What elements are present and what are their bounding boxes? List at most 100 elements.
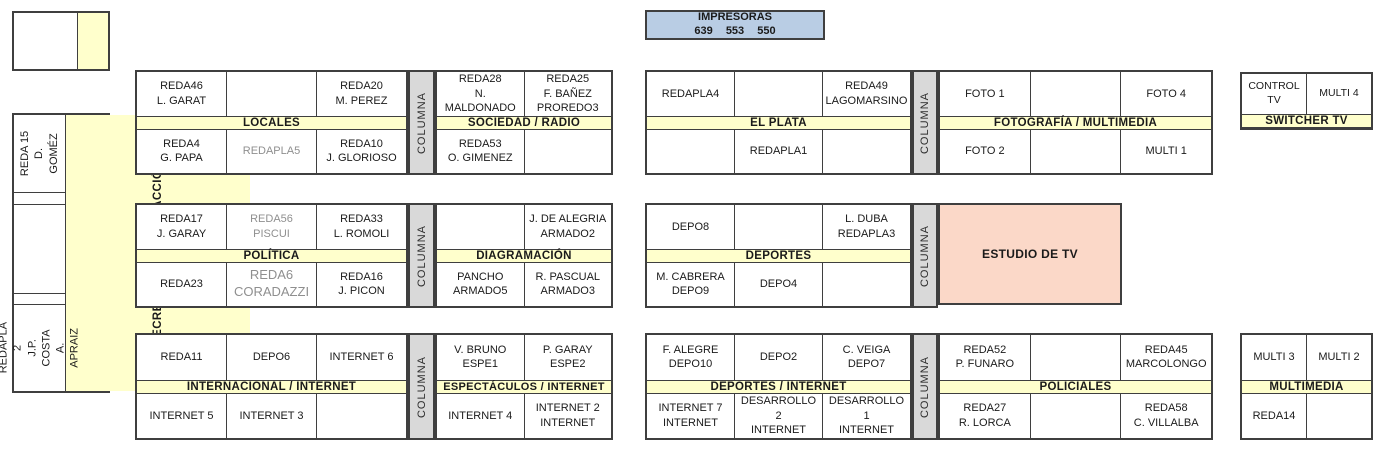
desk-cell: REDAPLA4	[661, 87, 720, 100]
desk-cell: F. ALEGRE DEPO10	[662, 343, 719, 371]
desk-cell: J. DE ALEGRIA ARMADO2	[523, 205, 612, 249]
section-internacional-internet: REDA11 DEPO6 INTERNET 6 INTERNACIONAL / …	[135, 333, 408, 440]
section-fotografia-multimedia: FOTO 1 FOTO 4 FOTOGRAFÍA / MULTIMEDIA FO…	[938, 70, 1213, 175]
columna-pillar: COLUMNA	[408, 203, 435, 308]
desk-cell: REDA56 PISCUI	[226, 205, 316, 249]
sidebar-desk-cells: REDA 15 D. GOMÉZ REDAPLA 2 J.P. COSTA A.…	[0, 115, 81, 391]
desk-cell: REDA6 CORADAZZI	[226, 262, 316, 306]
section-multimedia: MULTI 3 MULTI 2 MULTIMEDIA REDA14	[1240, 333, 1373, 440]
desk-cell: REDA58 C. VILLALBA	[1120, 393, 1211, 438]
desk-cell-spacer-top	[14, 192, 65, 204]
desk-cell: MULTI 1	[1120, 129, 1211, 173]
desk-cell: REDA11	[160, 351, 203, 364]
desk-cell: C. VEIGA DEPO7	[822, 335, 910, 380]
columna-label: COLUMNA	[415, 91, 428, 154]
columna-label: COLUMNA	[919, 355, 932, 418]
desk-cell: INTERNET 7 INTERNET	[658, 402, 723, 429]
sidebar-secretarios: REDA 15 D. GOMÉZ REDAPLA 2 J.P. COSTA A.…	[0, 113, 250, 393]
section-band-fotografia: FOTOGRAFÍA / MULTIMEDIA	[940, 115, 1211, 130]
section-band-el-plata: EL PLATA	[647, 115, 910, 130]
desk-cell: DEPO8	[671, 220, 710, 233]
printers-title: IMPRESORAS	[698, 11, 772, 24]
desk-cell	[1029, 393, 1121, 438]
section-deportes-internet: F. ALEGRE DEPO10 DEPO2 C. VEIGA DEPO7 DE…	[645, 333, 912, 440]
desk-cell: INTERNET 3	[226, 393, 316, 438]
desk-cell-empty-middle	[14, 204, 65, 293]
desk-cell: REDA25 F. BAÑEZ PROREDO3	[523, 72, 612, 116]
desk-cell	[647, 130, 734, 174]
desk-cell	[734, 72, 822, 116]
desk-cell: REDAPLA1	[734, 129, 822, 173]
desk-label: REDA 15 D. GOMÉZ	[18, 130, 60, 177]
desk-cell	[523, 129, 612, 173]
desk-cell: REDA17 J. GARAY	[156, 213, 207, 240]
top-left-box	[12, 11, 110, 71]
columna-label: COLUMNA	[415, 224, 428, 287]
desk-cell-reda15: REDA 15 D. GOMÉZ	[14, 115, 65, 192]
section-band-deportes-internet: DEPORTES / INTERNET	[647, 379, 910, 394]
columna-pillar: COLUMNA	[408, 70, 435, 175]
section-espectaculos-internet: V. BRUNO ESPE1 P. GARAY ESPE2 ESPECTÁCUL…	[435, 333, 613, 440]
section-band-deportes: DEPORTES	[647, 248, 910, 263]
columna-pillar: COLUMNA	[912, 70, 938, 175]
section-band-espectaculos: ESPECTÁCULOS / INTERNET	[437, 379, 611, 394]
section-sociedad-radio: REDA28 N. MALDONADO REDA25 F. BAÑEZ PROR…	[435, 70, 613, 175]
desk-cell: DEPO4	[734, 262, 822, 306]
desk-cell	[226, 72, 316, 116]
desk-cell: REDA33 L. ROMOLI	[316, 205, 406, 249]
estudio-de-tv: ESTUDIO DE TV	[938, 203, 1122, 305]
desk-cell: M. CABRERA DEPO9	[656, 270, 725, 298]
desk-cell: REDA27 R. LORCA	[958, 402, 1011, 429]
desk-cell: INTERNET 6	[316, 335, 406, 380]
top-left-box-white-area	[14, 13, 77, 69]
printers-box: IMPRESORAS 639 553 550	[645, 10, 825, 40]
desk-cell: MULTI 4	[1306, 74, 1371, 114]
columna-label: COLUMNA	[415, 355, 428, 418]
columna-pillar: COLUMNA	[912, 333, 938, 440]
desk-cell: R. PASCUAL ARMADO3	[523, 262, 612, 306]
desk-cell: REDA23	[160, 278, 203, 291]
desk-cell: REDA4 G. PAPA	[160, 137, 203, 165]
section-band-locales: LOCALES	[137, 115, 406, 130]
printers-numbers: 639 553 550	[694, 25, 776, 37]
section-deportes: DEPO8 L. DUBA REDAPLA3 DEPORTES M. CABRE…	[645, 203, 912, 308]
columna-label: COLUMNA	[919, 91, 932, 154]
desk-cell: L. DUBA REDAPLA3	[822, 205, 910, 249]
desk-cell	[1029, 72, 1121, 116]
desk-cell	[734, 205, 822, 249]
columna-label: COLUMNA	[919, 224, 932, 287]
desk-cell: FOTO 1	[965, 87, 1005, 100]
desk-cell	[1306, 393, 1371, 438]
desk-cell: REDA45 MARCOLONGO	[1120, 335, 1211, 380]
desk-cell: CONTROL TV	[1248, 80, 1300, 106]
desk-cell	[1029, 129, 1121, 173]
desk-cell: MULTI 3	[1253, 351, 1295, 364]
desk-cell	[822, 129, 910, 173]
estudio-de-tv-label: ESTUDIO DE TV	[982, 247, 1078, 261]
section-band-sociedad-radio: SOCIEDAD / RADIO	[437, 115, 611, 130]
desk-cell: V. BRUNO ESPE1	[454, 343, 507, 371]
section-band-policiales: POLICIALES	[940, 379, 1211, 394]
section-band-diagramacion: DIAGRAMACIÓN	[437, 248, 611, 263]
desk-cell: INTERNET 5	[149, 409, 214, 422]
desk-cell: REDA49 LAGOMARSINO	[822, 72, 910, 116]
desk-cell	[822, 262, 910, 306]
section-politica: REDA17 J. GARAY REDA56 PISCUI REDA33 L. …	[135, 203, 408, 308]
desk-cell: REDA16 J. PICON	[316, 262, 406, 306]
desk-cell: INTERNET 4	[448, 409, 513, 422]
section-band-multimedia: MULTIMEDIA	[1242, 379, 1371, 394]
section-band-politica: POLÍTICA	[137, 248, 406, 263]
desk-cell: REDA10 J. GLORIOSO	[316, 129, 406, 173]
desk-cell: DESARROLLO 2 INTERNET	[734, 393, 822, 438]
desk-cell	[316, 393, 406, 438]
desk-cell: REDA52 P. FUNARO	[955, 343, 1015, 371]
section-diagramacion: J. DE ALEGRIA ARMADO2 DIAGRAMACIÓN PANCH…	[435, 203, 613, 308]
desk-cell: REDAPLA5	[226, 129, 316, 173]
desk-cell: MULTI 2	[1306, 335, 1371, 380]
desk-cell: DEPO2	[734, 335, 822, 380]
desk-cell-spacer-bottom	[14, 293, 65, 304]
desk-cell-redapla2: REDAPLA 2 J.P. COSTA A. APRAIZ	[0, 304, 81, 391]
desk-cell: REDA14	[1252, 409, 1296, 422]
columna-pillar: COLUMNA	[408, 333, 435, 440]
